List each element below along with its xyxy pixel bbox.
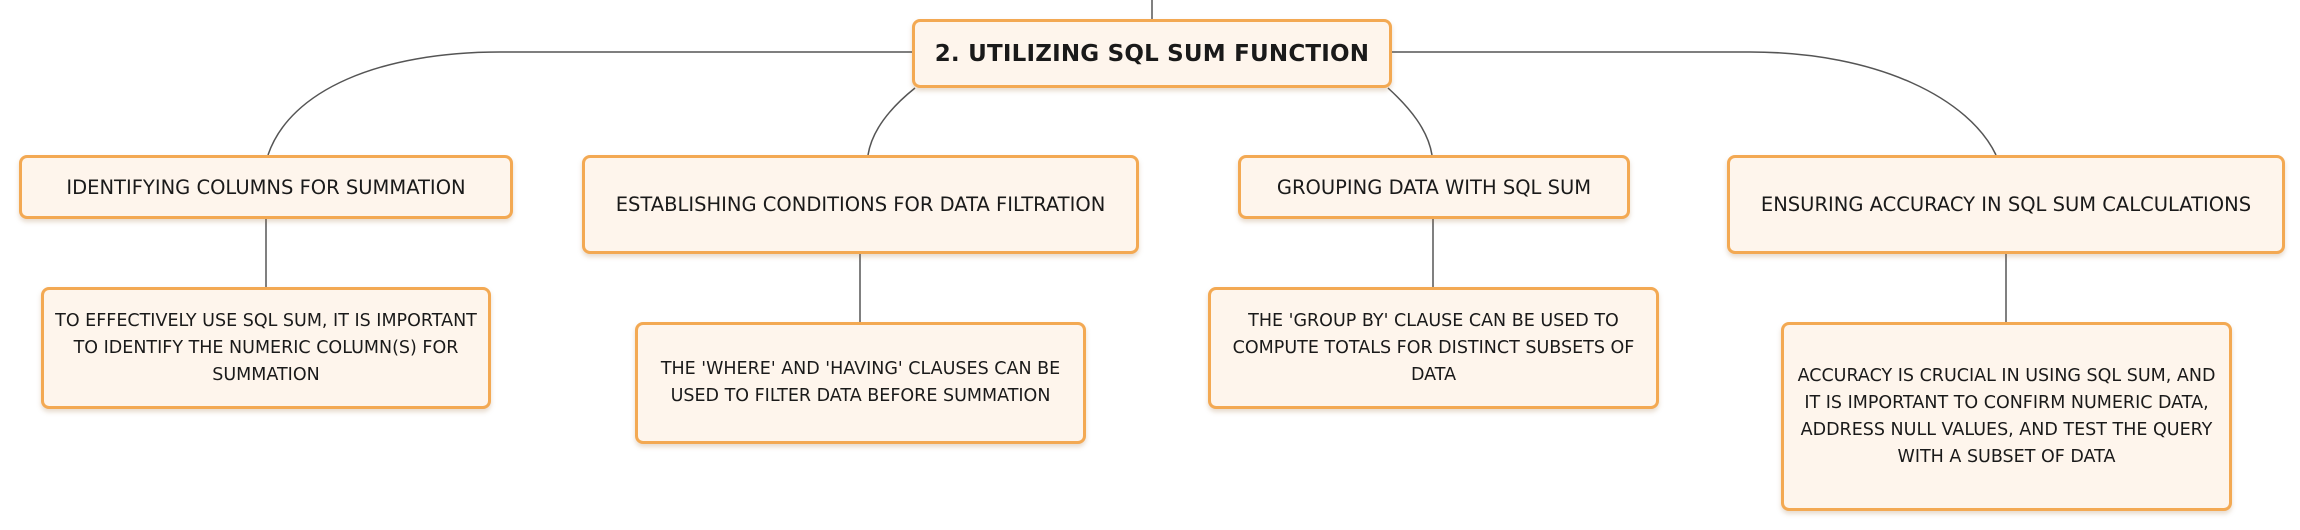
connector-root-to-branch-3 — [1387, 87, 1433, 156]
connector-root-to-branch-1 — [267, 51, 915, 156]
branch-topic-ensuring-accuracy[interactable]: ENSURING ACCURACY IN SQL SUM CALCULATION… — [1727, 155, 2285, 254]
detail-note-identifying-columns[interactable]: TO EFFECTIVELY USE SQL SUM, IT IS IMPORT… — [41, 287, 491, 409]
connector-root-to-branch-4 — [1392, 51, 1997, 156]
branch-topic-establishing-conditions[interactable]: ESTABLISHING CONDITIONS FOR DATA FILTRAT… — [582, 155, 1139, 254]
branch-topic-grouping-data[interactable]: GROUPING DATA WITH SQL SUM — [1238, 155, 1630, 219]
detail-note-grouping-data[interactable]: THE 'GROUP BY' CLAUSE CAN BE USED TO COM… — [1208, 287, 1659, 409]
connector-root-to-branch-2 — [867, 87, 916, 156]
detail-note-ensuring-accuracy[interactable]: ACCURACY IS CRUCIAL IN USING SQL SUM, AN… — [1781, 322, 2232, 511]
root-topic[interactable]: 2. UTILIZING SQL SUM FUNCTION — [912, 19, 1392, 88]
branch-topic-identifying-columns[interactable]: IDENTIFYING COLUMNS FOR SUMMATION — [19, 155, 513, 219]
detail-note-establishing-conditions[interactable]: THE 'WHERE' AND 'HAVING' CLAUSES CAN BE … — [635, 322, 1086, 444]
